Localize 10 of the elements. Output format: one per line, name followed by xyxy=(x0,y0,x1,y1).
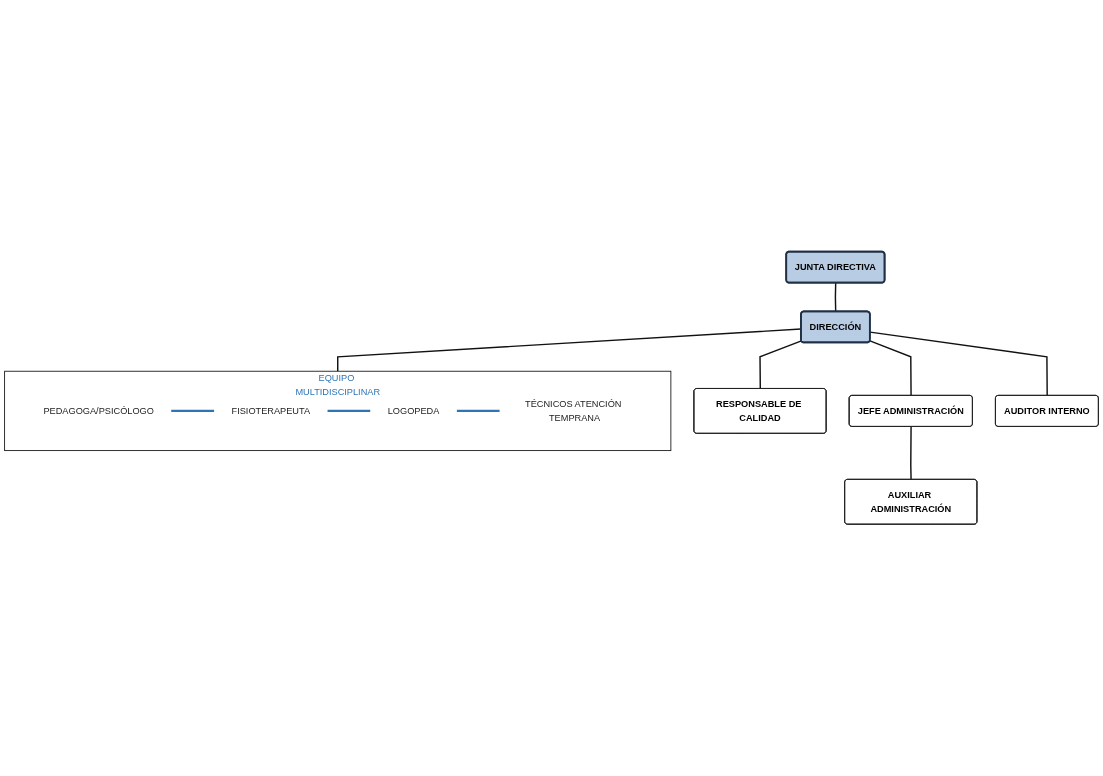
node-text: TÉCNICOS ATENCIÓN TEMPRANA xyxy=(525,398,622,423)
node-text: LOGOPEDA xyxy=(387,405,440,416)
connector xyxy=(456,409,500,413)
connector xyxy=(910,426,912,481)
connector xyxy=(869,331,1048,397)
connector xyxy=(327,409,371,413)
connector xyxy=(834,282,837,313)
connector xyxy=(171,409,215,413)
node-text: PEDAGOGA/PSICÓLOGO xyxy=(43,405,154,416)
node-text: FISIOTERAPEUTA xyxy=(231,405,311,416)
